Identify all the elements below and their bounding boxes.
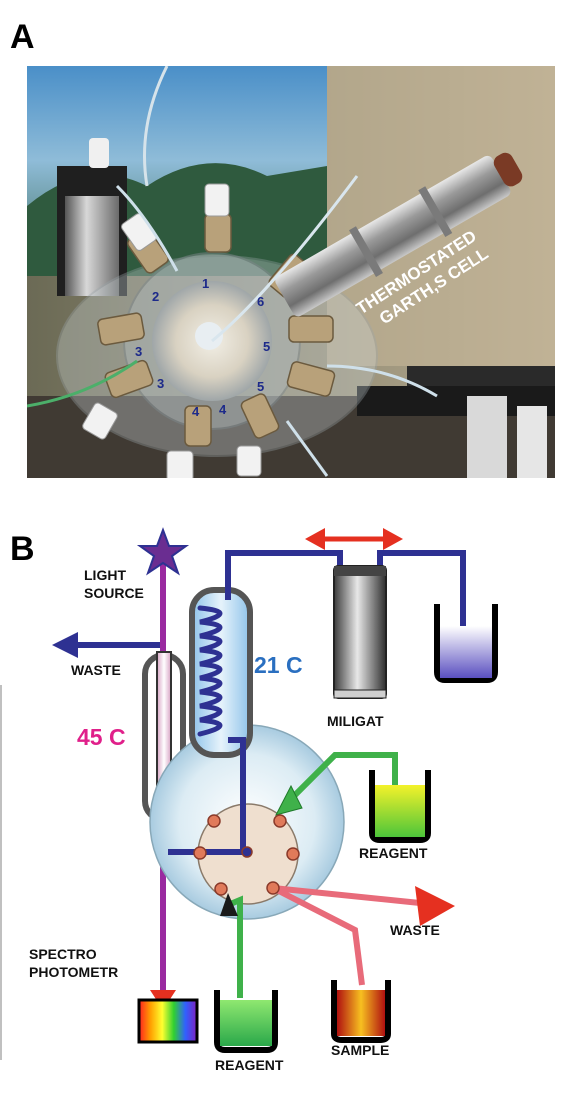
light-source-star-icon bbox=[136, 527, 190, 576]
light-source-label-line2: SOURCE bbox=[84, 585, 144, 601]
reagent-label-right: REAGENT bbox=[359, 845, 428, 861]
spectrophotometer bbox=[137, 998, 199, 1044]
port-number: 2 bbox=[152, 289, 159, 304]
reagent-inlet-arrow-icon bbox=[220, 893, 238, 916]
temperature-21-label: 21 C bbox=[254, 652, 303, 678]
port-number: 1 bbox=[202, 276, 209, 291]
waste-label-right: WASTE bbox=[390, 922, 440, 938]
port-number: 3 bbox=[135, 344, 142, 359]
reagent-label-bottom: REAGENT bbox=[215, 1057, 284, 1073]
spectro-label-line1: SPECTRO bbox=[29, 946, 97, 962]
bidirectional-arrow-left-icon bbox=[305, 528, 325, 550]
port-number: 5 bbox=[257, 379, 264, 394]
port-number: 4 bbox=[192, 404, 200, 419]
waste-label-left: WASTE bbox=[71, 662, 121, 678]
panel-a-letter: A bbox=[10, 18, 35, 56]
holding-coil bbox=[197, 605, 223, 737]
thermostat-coil-21 bbox=[189, 587, 253, 758]
miligat-label: MILIGAT bbox=[327, 713, 384, 729]
sample-beaker bbox=[331, 980, 391, 1043]
port-number: 5 bbox=[263, 339, 270, 354]
port-number: 3 bbox=[157, 376, 164, 391]
panel-b-letter: B bbox=[10, 530, 35, 568]
port-number: 4 bbox=[219, 402, 227, 417]
sample-label: SAMPLE bbox=[331, 1042, 389, 1058]
bidirectional-arrow-right-icon bbox=[383, 528, 403, 550]
miligat-pump bbox=[333, 565, 387, 699]
reagent-flow-arrow-icon bbox=[275, 784, 303, 816]
waste-arrow-right-icon bbox=[415, 886, 455, 926]
reagent-beaker-bottom bbox=[214, 990, 278, 1053]
waste-beaker bbox=[434, 604, 498, 683]
apparatus-photo: 2 1 6 5 5 4 4 3 3 THERMOSTATED GARTH,S C… bbox=[27, 66, 555, 478]
light-source-label-line1: LIGHT bbox=[84, 567, 126, 583]
flow-diagram: LIGHT SOURCE WASTE 45 C 21 C MILIGAT REA… bbox=[0, 527, 498, 1073]
spectro-label-line2: PHOTOMETR bbox=[29, 964, 118, 980]
reagent-beaker-right bbox=[369, 770, 431, 843]
waste-arrow-left-icon bbox=[52, 632, 78, 658]
port-number: 6 bbox=[257, 294, 264, 309]
temperature-45-label: 45 C bbox=[77, 724, 126, 750]
